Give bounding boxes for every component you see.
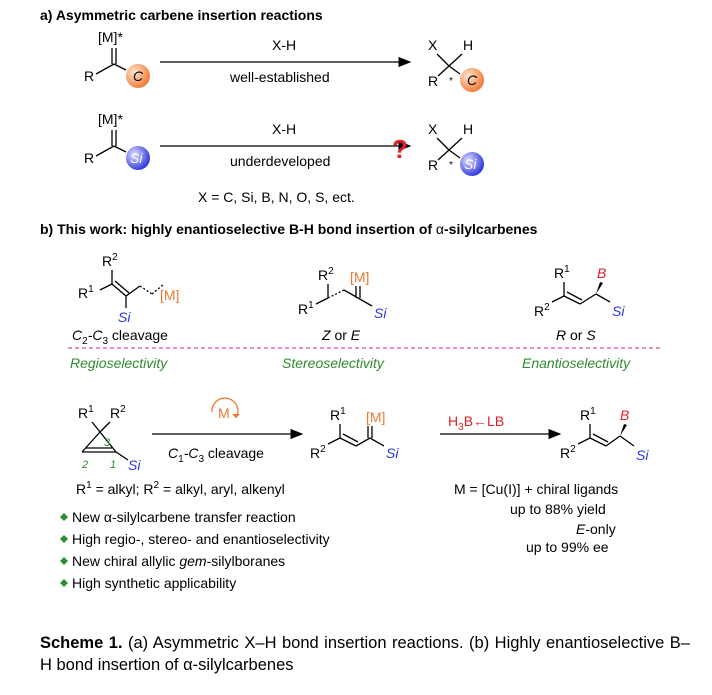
- label-enantioselectivity: Enantioselectivity: [522, 355, 631, 371]
- svg-text:[M]*: [M]*: [98, 111, 123, 127]
- ee-text: up to 99% ee: [526, 539, 609, 555]
- m-definition: M = [Cu(I)] + chiral ligands: [454, 481, 618, 497]
- bullet-item: High synthetic applicability: [72, 575, 236, 591]
- svg-text:M: M: [218, 405, 230, 421]
- enantioselectivity-structure: R1 R2 B Si R or S: [534, 264, 625, 343]
- diamond-bullet-icon: [60, 513, 68, 521]
- svg-text:Si: Si: [612, 303, 625, 319]
- e-only-text: E-only: [576, 521, 616, 537]
- figure-caption: Scheme 1. (a) Asymmetric X–H bond insert…: [40, 632, 690, 676]
- svg-text:Si: Si: [386, 445, 399, 461]
- svg-text:X: X: [428, 37, 438, 53]
- svg-text:Si: Si: [128, 457, 141, 473]
- silicon-ball-icon: [126, 146, 150, 170]
- intermediate-structure: R1 R2 [M] Si: [310, 406, 399, 461]
- svg-text:2: 2: [81, 459, 88, 471]
- carbon-ball-icon: [460, 68, 484, 92]
- bullet-list: New α-silylcarbene transfer reaction Hig…: [60, 509, 330, 591]
- section-a-title: a) Asymmetric carbene insertion reaction…: [40, 7, 323, 23]
- svg-text:R1: R1: [78, 404, 94, 421]
- label-stereoselectivity: Stereoselectivity: [282, 355, 385, 371]
- svg-text:R: R: [84, 150, 94, 166]
- row1-reactant: [M]* R C: [84, 29, 150, 88]
- svg-text:Z or E: Z or E: [321, 327, 361, 343]
- svg-text:R2: R2: [110, 404, 126, 421]
- svg-text:C: C: [467, 72, 478, 88]
- svg-text:B: B: [597, 265, 606, 281]
- diamond-bullet-icon: [60, 579, 68, 587]
- svg-text:H: H: [463, 121, 473, 137]
- svg-text:3: 3: [104, 437, 111, 449]
- svg-text:R2: R2: [318, 266, 334, 283]
- label-regioselectivity: Regioselectivity: [70, 355, 168, 371]
- catalyst-cycle-icon: M: [211, 397, 240, 421]
- svg-text:[M]: [M]: [160, 287, 179, 303]
- svg-text:R2: R2: [102, 252, 118, 269]
- arrow-row1-bottom: well-established: [229, 69, 330, 85]
- svg-text:[M]*: [M]*: [98, 29, 123, 45]
- svg-text:R1: R1: [78, 284, 94, 301]
- svg-text:Si: Si: [130, 150, 143, 166]
- svg-text:R2: R2: [310, 444, 326, 461]
- row2-reactant: [M]* R Si: [84, 111, 150, 170]
- svg-text:Si: Si: [464, 156, 477, 172]
- section-b-title: b) This work: highly enantioselective B-…: [40, 221, 538, 237]
- svg-text:R: R: [428, 157, 438, 173]
- x-list: X = C, Si, B, N, O, S, ect.: [198, 189, 355, 205]
- svg-text:*: *: [449, 160, 453, 171]
- silicon-ball-icon: [460, 152, 484, 176]
- svg-text:[M]: [M]: [366, 409, 385, 425]
- bullet-item: High regio-, stereo- and enantioselectiv…: [72, 531, 330, 547]
- diamond-bullet-icon: [60, 535, 68, 543]
- caption-text: (a) Asymmetric X–H bond insertion reacti…: [40, 634, 690, 674]
- cyclopropene-structure: R1 R2 Si 3 2 1: [78, 404, 141, 473]
- svg-text:Si: Si: [636, 447, 649, 463]
- svg-text:1: 1: [110, 459, 116, 471]
- svg-text:H: H: [463, 37, 473, 53]
- svg-text:R1: R1: [580, 406, 596, 423]
- question-mark: ?: [392, 134, 408, 164]
- svg-text:C: C: [133, 68, 144, 84]
- bullet-item: New chiral allylic gem-silylboranes: [72, 553, 285, 569]
- svg-text:[M]: [M]: [350, 269, 369, 285]
- svg-text:*: *: [449, 76, 453, 87]
- borane-reagent: H3B←LB: [448, 413, 504, 433]
- svg-text:R1: R1: [298, 300, 314, 317]
- stereoselectivity-structure: R2 R1 [M] Si Z or E: [298, 266, 387, 343]
- arrow-row2-top: X-H: [272, 121, 296, 137]
- arrow-row2-bottom: underdeveloped: [230, 153, 330, 169]
- svg-text:B: B: [620, 407, 629, 423]
- svg-text:R or S: R or S: [556, 327, 596, 343]
- svg-text:R2: R2: [560, 444, 576, 461]
- svg-text:R1: R1: [554, 264, 570, 281]
- arrow-row1-top: X-H: [272, 37, 296, 53]
- arrow-cleavage-label: C1-C3 cleavage: [168, 445, 264, 465]
- regioselectivity-structure: R2 R1 Si [M] C2-C3 cleavage: [72, 252, 179, 347]
- row2-product: X H R * Si: [428, 121, 484, 176]
- svg-text:R2: R2: [534, 302, 550, 319]
- carbon-ball-icon: [126, 64, 150, 88]
- svg-text:R: R: [428, 73, 438, 89]
- bullet-item: New α-silylcarbene transfer reaction: [72, 509, 296, 525]
- svg-text:Si: Si: [374, 305, 387, 321]
- diamond-bullet-icon: [60, 557, 68, 565]
- svg-text:C2-C3 cleavage: C2-C3 cleavage: [72, 327, 168, 347]
- row1-product: X H R * C: [428, 37, 484, 92]
- product-structure: R1 R2 B Si: [560, 406, 649, 463]
- yield-text: up to 88% yield: [510, 501, 606, 517]
- svg-text:R: R: [84, 68, 94, 84]
- svg-text:X: X: [428, 121, 438, 137]
- r-definition: R1 = alkyl; R2 = alkyl, aryl, alkenyl: [76, 480, 285, 497]
- svg-text:Si: Si: [118, 309, 131, 325]
- svg-text:R1: R1: [330, 406, 346, 423]
- caption-label: Scheme 1.: [40, 634, 123, 652]
- scheme-diagram: a) Asymmetric carbene insertion reaction…: [40, 7, 660, 591]
